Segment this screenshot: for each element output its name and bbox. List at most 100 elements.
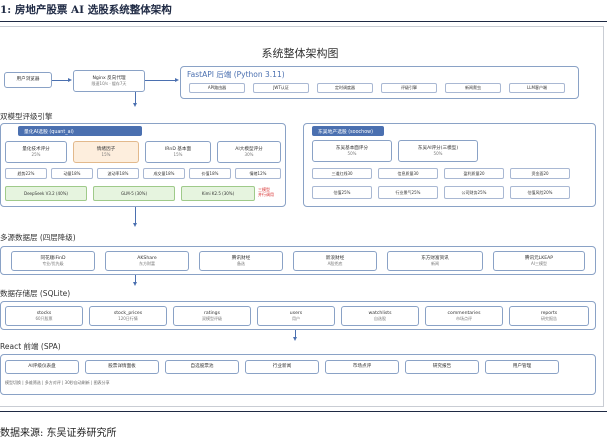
source-note: AI三模型 [531,261,547,267]
nginx-label: Nginx 反向代理 [92,75,126,81]
sentiment-factor-label: 情绪因子 [96,146,116,152]
arrow-down [135,92,136,104]
arrow-nginx-fastapi [145,80,176,81]
arrow-head [132,103,137,107]
source-sina: 新浪财经 A股兜底 [293,251,377,271]
soochow-ai-label: 东吴AI评分(三模型) [417,145,459,151]
ai-model-factor-box: AI大模型评分 30% [217,141,281,163]
source-eastmoney: 东方财富资讯 新闻 [387,251,483,271]
quant-subfactor: 价值18% [189,168,231,179]
source-akshare: AKShare 东方财富 [105,251,189,271]
source-note: 东方财富 [139,261,155,267]
source-tencent: 腾讯财经 备选 [199,251,283,271]
ai-model-factor-weight: 30% [244,152,254,158]
fastapi-item: LLM客户端 [509,83,565,93]
browser-label: 用户浏览器 [16,77,40,83]
table-commentaries: commentaries 市场点评 [425,306,503,326]
source-note: 新闻 [431,261,439,267]
llm-glm: GLM-5 (30%) [93,186,175,201]
ai-model-factor-label: AI大模型评分 [235,146,263,152]
soochow-subfactor: 资金面20 [510,168,570,179]
table-name: users [289,310,303,316]
source-name: 腾讯财经 [231,255,251,261]
source-name: 同花顺iFinD [40,255,66,261]
source-note: A股兜底 [327,261,343,267]
source-name: AKShare [137,255,157,261]
fundamental-factor-label: IRnD 基本面 [164,146,192,152]
storage-panel: stocks 60只股票 stock_prices 120日行情 ratings… [0,301,596,330]
llm-kimi: Kimi K2.5 (30%) [181,186,255,201]
module-name: 用户管理 [512,364,532,370]
table-desc: 60只股票 [35,316,53,322]
table-reports: reports 研究报告 [509,306,589,326]
nginx-sub: 限速10/s · 缓存7天 [91,81,127,87]
llm-deepseek: DeepSeek V3.2 (40%) [5,186,87,201]
fastapi-item: 评级引擎 [381,83,437,93]
quant-subfactor: 情绪12% [235,168,281,179]
storage-label: 数据存储层 (SQLite) [0,289,71,298]
quant-subfactor: 波动率18% [97,168,139,179]
soochow-dimension: 估值25% [312,186,372,199]
quant-factor-box: 量化技术评分 25% [5,141,67,163]
source-note: 备选 [237,261,245,267]
table-desc: 双模型评级 [202,316,222,322]
table-desc: 市场点评 [456,316,472,322]
arrow-down [295,330,296,338]
module-name: 自选股票池 [190,364,214,370]
quant-subfactor: 趋势22% [5,168,47,179]
quant-subfactor: 成交量18% [143,168,185,179]
parallel-note-line: 三模型 [258,187,270,192]
soochow-fundamental-weight: 50% [347,151,357,157]
soochow-ai-weight: 50% [433,151,443,157]
browser-box: 用户浏览器 [4,72,52,88]
quant-panel: 量化AI选股 (quant_ai) 量化技术评分 25% 情绪因子 15% IR… [0,123,286,207]
source-ifind: 同花顺iFinD 专业/优先级 [11,251,95,271]
arrow-down [135,207,136,224]
table-desc: 研究报告 [541,316,557,322]
fastapi-item: 新闻爬虫 [445,83,501,93]
module-name: AI评级仪表盘 [28,364,56,370]
source-name: 新浪财经 [325,255,345,261]
arrow-head [175,77,179,82]
module-name: 研究报告 [432,364,452,370]
arrow-browser-nginx [52,80,69,81]
bottom-rule [0,411,607,412]
arrow-head [68,77,72,82]
table-ratings: ratings 双模型评级 [173,306,251,326]
soochow-panel: 东吴地产选股 (soochow) 东吴基本面评分 50% 东吴AI评分(三模型)… [303,123,596,207]
fastapi-title: FastAPI 后端 (Python 3.11) [187,70,285,79]
frontend-module: AI评级仪表盘 [5,360,79,374]
table-name: stock_prices [113,310,143,316]
table-stock-prices: stock_prices 120日行情 [89,306,167,326]
module-name: 市场点评 [352,364,372,370]
sentiment-factor-box: 情绪因子 15% [73,141,139,163]
frontend-module: 行业新闻 [245,360,319,374]
diagram-title: 系统整体架构图 [261,47,339,60]
module-name: 行业新闻 [272,364,292,370]
frontend-panel: AI评级仪表盘 股票详情面板 自选股票池 行业新闻 市场点评 研究报告 用户管理… [0,354,596,395]
quant-subfactor: 动量18% [51,168,93,179]
frontend-label: React 前端 (SPA) [0,342,61,351]
frontend-features: 模型切换 | 多维筛选 | 多方对评 | 30秒自动刷新 | 图表分享 [5,380,110,385]
arrow-head [292,337,297,341]
fastapi-item: API路由器 [189,83,245,93]
source-note: 专业/优先级 [42,261,64,267]
sentiment-factor-weight: 15% [101,152,111,158]
table-name: commentaries [447,310,481,316]
figure-title: 1: 房地产股票 AI 选股系统整体架构 [0,4,172,16]
source-line: 数据来源: 东吴证券研究所 [0,428,117,439]
fastapi-panel: FastAPI 后端 (Python 3.11) API路由器 JWT认证 定时… [180,66,579,99]
table-desc: 120日行情 [118,316,138,322]
source-lkeap: 腾讯元LKEAP AI三模型 [493,251,585,271]
soochow-header: 东吴地产选股 (soochow) [312,126,384,136]
soochow-dimension: 公司财务25% [444,186,504,199]
title-rule [0,21,607,22]
rating-engine-label: 双模型评级引擎 [0,112,53,121]
quant-factor-label: 量化技术评分 [22,146,50,152]
table-name: ratings [203,310,220,316]
fastapi-item: JWT认证 [253,83,309,93]
source-name: 东方财富资讯 [421,255,449,261]
module-name: 股票详情面板 [108,364,136,370]
parallel-note: 三模型 并行调用 [258,187,274,197]
table-name: reports [540,310,558,316]
